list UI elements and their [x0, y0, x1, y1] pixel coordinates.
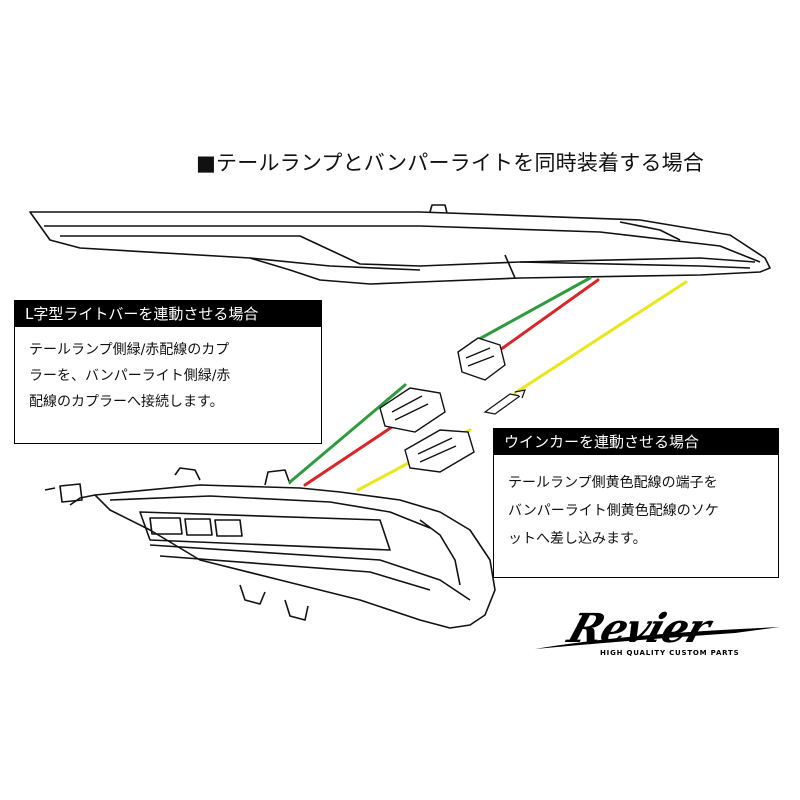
callout-light-bar-title: L字型ライトバーを連動させる場合	[15, 301, 321, 327]
bumper-light-illustration	[44, 467, 496, 629]
logo-swoosh	[535, 627, 780, 649]
callout-light-bar-line: テールランプ側緑/赤配線のカプ	[29, 342, 230, 358]
page-heading: ■テールランプとバンパーライトを同時装着する場合	[196, 151, 705, 175]
tail-side-coupler	[457, 337, 506, 381]
callout-turn-signal-title: ウインカーを連動させる場合	[494, 429, 778, 455]
logo-tagline: HIGH QUALITY CUSTOM PARTS	[600, 649, 740, 657]
callout-light-bar-line: 配線のカプラーへ接続します。	[29, 394, 224, 410]
green-wire	[288, 276, 592, 484]
callout-turn-signal-line: ットへ差し込みます。	[508, 531, 647, 547]
callout-turn-signal-link: ウインカーを連動させる場合 テールランプ側黄色配線の端子を バンパーライト側黄色…	[493, 428, 779, 578]
brand-logo: Revier HIGH QUALITY CUSTOM PARTS	[530, 605, 790, 665]
callout-light-bar-line: ラーを、バンパーライト側緑/赤	[29, 368, 231, 384]
tail-lamp-illustration	[29, 204, 771, 285]
bumper-side-socket	[404, 429, 475, 473]
callout-turn-signal-line: バンパーライト側黄色配線のソケ	[508, 503, 719, 519]
callout-light-bar-link: L字型ライトバーを連動させる場合 テールランプ側緑/赤配線のカプ ラーを、バンパ…	[14, 300, 322, 444]
callout-light-bar-body: テールランプ側緑/赤配線のカプ ラーを、バンパーライト側緑/赤 配線のカプラーへ…	[15, 327, 321, 415]
bumper-side-coupler	[379, 387, 446, 433]
tail-side-terminal	[483, 389, 526, 415]
callout-turn-signal-body: テールランプ側黄色配線の端子を バンパーライト側黄色配線のソケ ットへ差し込みま…	[494, 455, 778, 553]
callout-turn-signal-line: テールランプ側黄色配線の端子を	[508, 475, 718, 491]
logo-wordmark: Revier	[562, 605, 716, 652]
